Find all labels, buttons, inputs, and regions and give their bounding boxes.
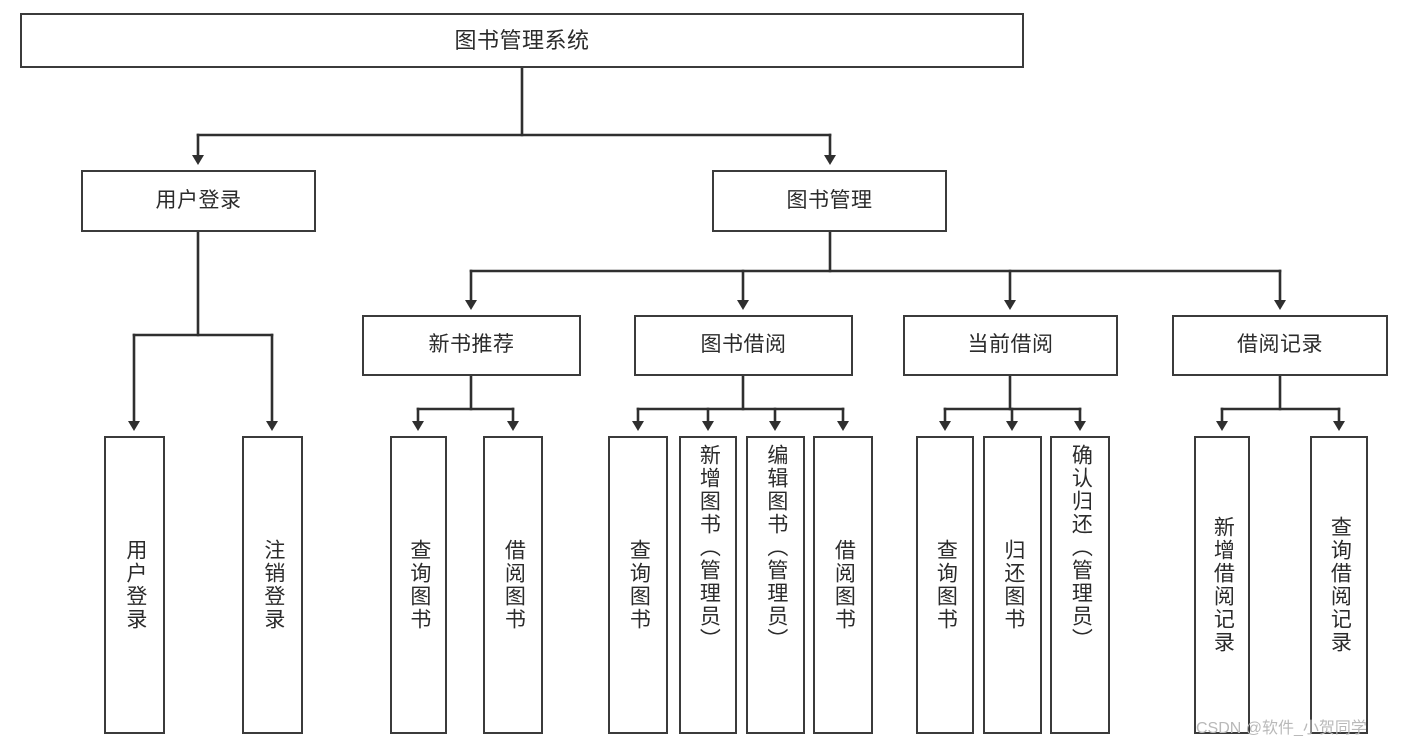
node-leaf-query-record-label: 查询借阅记录	[1328, 516, 1352, 654]
node-user-login-label: 用户登录	[155, 188, 242, 212]
node-leaf-query-book-2[interactable]: 查询图书	[608, 436, 668, 734]
node-leaf-add-record[interactable]: 新增借阅记录	[1194, 436, 1250, 734]
node-leaf-add-book[interactable]: 新增图书（管理员）	[679, 436, 737, 734]
node-leaf-confirm-return-label: 确认归还（管理员）	[1069, 444, 1093, 651]
node-leaf-query-book-1-label: 查询图书	[407, 539, 431, 631]
node-leaf-logout-label: 注销登录	[261, 539, 285, 631]
node-borrow-record[interactable]: 借阅记录	[1172, 315, 1388, 376]
node-leaf-borrow-book-2-label: 借阅图书	[832, 539, 856, 631]
node-book-manage[interactable]: 图书管理	[712, 170, 947, 232]
node-leaf-edit-book-label: 编辑图书（管理员）	[764, 444, 788, 651]
node-new-book-recommend-label: 新书推荐	[428, 333, 515, 357]
node-leaf-user-login[interactable]: 用户登录	[104, 436, 165, 734]
node-leaf-query-book-2-label: 查询图书	[627, 539, 651, 631]
node-leaf-query-book-3-label: 查询图书	[934, 539, 958, 631]
node-leaf-query-record[interactable]: 查询借阅记录	[1310, 436, 1368, 734]
node-leaf-return-book-label: 归还图书	[1001, 539, 1025, 631]
node-leaf-user-login-label: 用户登录	[123, 539, 147, 631]
node-current-borrow[interactable]: 当前借阅	[903, 315, 1118, 376]
node-book-manage-label: 图书管理	[786, 188, 873, 212]
node-borrow-record-label: 借阅记录	[1237, 333, 1323, 357]
node-root-label: 图书管理系统	[454, 27, 590, 53]
node-leaf-borrow-book-1-label: 借阅图书	[502, 539, 526, 631]
node-book-borrow-label: 图书借阅	[700, 333, 787, 357]
node-leaf-confirm-return[interactable]: 确认归还（管理员）	[1050, 436, 1110, 734]
node-leaf-edit-book[interactable]: 编辑图书（管理员）	[746, 436, 805, 734]
node-leaf-borrow-book-2[interactable]: 借阅图书	[813, 436, 873, 734]
node-root[interactable]: 图书管理系统	[20, 13, 1024, 68]
watermark: CSDN @软件_小贺同学	[1196, 720, 1367, 737]
node-user-login[interactable]: 用户登录	[81, 170, 316, 232]
node-leaf-logout[interactable]: 注销登录	[242, 436, 303, 734]
node-book-borrow[interactable]: 图书借阅	[634, 315, 853, 376]
node-current-borrow-label: 当前借阅	[967, 333, 1054, 357]
node-leaf-add-book-label: 新增图书（管理员）	[697, 444, 721, 651]
node-leaf-query-book-3[interactable]: 查询图书	[916, 436, 974, 734]
node-leaf-add-record-label: 新增借阅记录	[1211, 516, 1235, 654]
node-leaf-return-book[interactable]: 归还图书	[983, 436, 1042, 734]
node-new-book-recommend[interactable]: 新书推荐	[362, 315, 581, 376]
node-leaf-query-book-1[interactable]: 查询图书	[390, 436, 447, 734]
node-leaf-borrow-book-1[interactable]: 借阅图书	[483, 436, 543, 734]
